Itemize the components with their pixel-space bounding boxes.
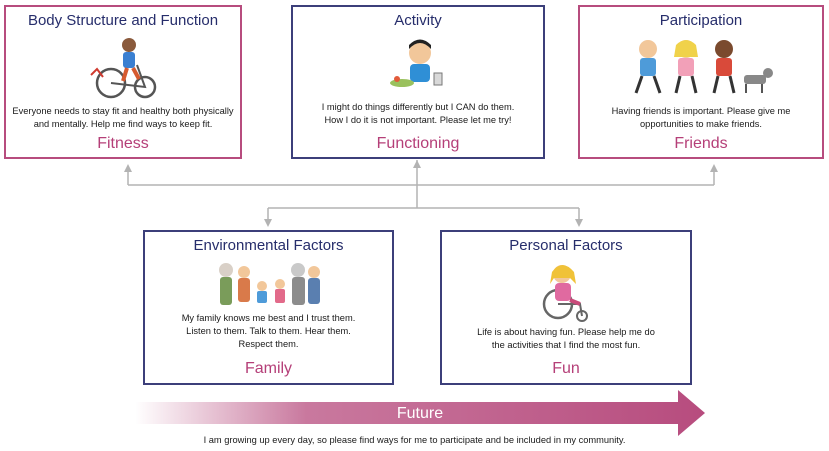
keyword-fun: Fun [552,360,580,377]
card-text: My family knows me best and I trust them… [181,313,356,349]
future-caption: I am growing up every day, so please fin… [203,435,626,445]
card-title: Participation [659,12,743,29]
children-playing-with-dog-icon [634,40,773,94]
keyword-fitness: Fitness [97,135,149,152]
card-title: Body Structure and Function [27,12,219,29]
card-participation: Participation Having friends is importan… [578,5,824,159]
keyword-friends: Friends [674,135,728,152]
card-text: Everyone needs to stay fit and healthy b… [12,106,234,129]
arrowhead-down-right [575,219,583,227]
card-personal: Personal Factors Life is about having fu… [440,230,692,385]
card-body-structure: Body Structure and Function Everyone nee… [4,5,242,159]
card-title: Personal Factors [509,237,623,254]
family-group-icon [218,263,320,305]
arrowhead-up-left [124,164,132,172]
keyword-family: Family [244,360,293,377]
arrowhead-down-left [264,219,272,227]
future-arrow [135,390,705,436]
card-text: Having friends is important. Please give… [611,106,791,129]
arrowhead-up-right [710,164,718,172]
future-label: Future [396,405,444,422]
card-environmental: Environmental Factors My family knows me… [143,230,394,385]
card-text: Life is about having fun. Please help me… [477,327,655,350]
card-title: Activity [394,12,442,29]
arrowhead-up-center [413,160,421,168]
keyword-functioning: Functioning [376,135,460,152]
card-text: I might do things differently but I CAN … [321,102,515,125]
girl-in-wheelchair-icon [542,265,588,322]
card-activity: Activity I might do things differently b… [291,5,545,159]
card-title: Environmental Factors [193,237,344,254]
child-on-tricycle-icon [90,38,157,99]
child-eating-icon [390,39,443,87]
